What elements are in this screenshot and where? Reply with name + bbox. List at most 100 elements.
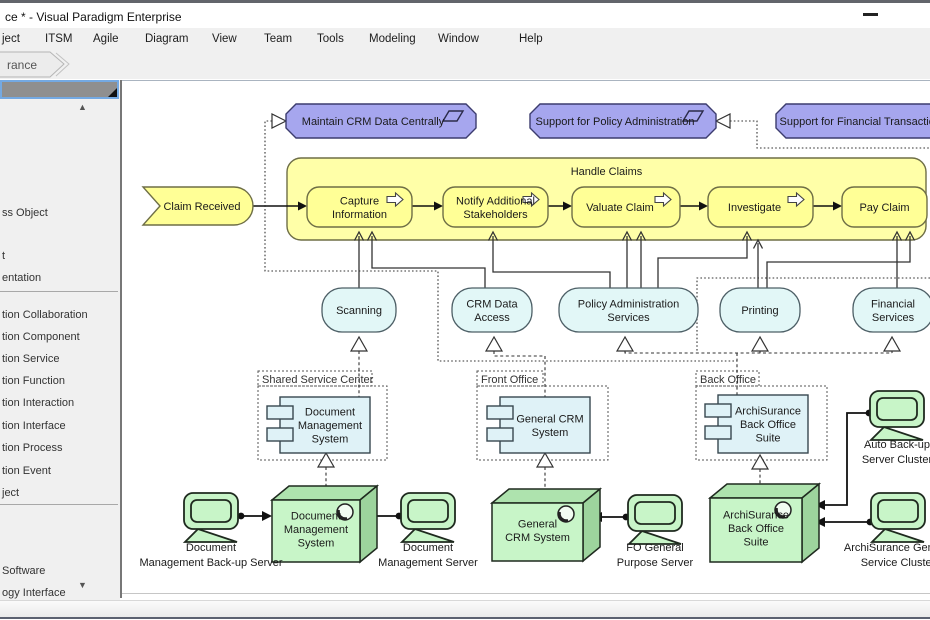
palette-selected-tool[interactable] xyxy=(0,80,119,99)
canvas-bottom-border xyxy=(122,593,930,594)
breadcrumb-tab[interactable] xyxy=(0,51,65,78)
palette-divider-line xyxy=(0,291,118,292)
component-port-icon xyxy=(704,425,732,440)
component-port-icon xyxy=(704,403,732,418)
palette-corner-handle xyxy=(108,88,117,97)
palette-item-tion-function[interactable]: tion Function xyxy=(2,375,65,387)
shape-label: Pay Claim xyxy=(859,202,909,214)
palette-item-ogy-interface[interactable]: ogy Interface xyxy=(2,587,66,599)
realization-to-requirement-links[interactable] xyxy=(264,113,930,362)
palette-scroll-up-icon[interactable]: ▲ xyxy=(78,102,87,112)
palette-item-tion-event[interactable]: tion Event xyxy=(2,465,51,477)
group-label: Back Office xyxy=(700,374,756,386)
palette-item-software[interactable]: Software xyxy=(2,565,46,577)
palette-item-tion-service[interactable]: tion Service xyxy=(2,353,60,365)
group-label: Shared Service Center xyxy=(262,374,374,386)
palette-item-entation[interactable]: entation xyxy=(2,272,42,284)
realization-links[interactable] xyxy=(316,335,902,500)
palette-item-tion-process[interactable]: tion Process xyxy=(2,442,63,454)
service-printing[interactable]: Printing xyxy=(719,287,801,333)
palette-item-tion-interface[interactable]: tion Interface xyxy=(2,420,66,432)
event-claim-received[interactable]: Claim Received xyxy=(141,186,254,226)
process-pay-claim[interactable]: Pay Claim xyxy=(841,186,928,228)
palette-item-tion-interaction[interactable]: tion Interaction xyxy=(2,397,75,409)
terminal-archisurance-general-service-cluster[interactable]: ArchiSurance GeneralService Cluster xyxy=(844,492,930,569)
container-label: Handle Claims xyxy=(571,166,643,178)
menu-item-diagram[interactable]: Diagram xyxy=(145,33,189,45)
group-label: Front Office xyxy=(481,374,538,386)
serving-links[interactable] xyxy=(353,230,916,288)
requirement-support-for-financial-transactions[interactable]: Support for Financial Transactions xyxy=(775,103,930,139)
menu-item-agile[interactable]: Agile xyxy=(93,33,119,45)
menu-item-modeling[interactable]: Modeling xyxy=(369,33,416,45)
menu-item-itsm[interactable]: ITSM xyxy=(45,33,73,45)
menu-item-window[interactable]: Window xyxy=(438,33,479,45)
palette-item-ject[interactable]: ject xyxy=(2,487,20,499)
breadcrumb-tab-label: rance xyxy=(7,58,37,72)
palette-item-tion-component[interactable]: tion Component xyxy=(2,331,80,343)
palette-item-t[interactable]: t xyxy=(2,250,6,262)
terminal-label: ArchiSurance GeneralService Cluster xyxy=(844,542,930,569)
menu-item-team[interactable]: Team xyxy=(264,33,293,45)
palette-divider-line xyxy=(0,504,118,505)
shape-label: Printing xyxy=(741,305,778,317)
trigger-links[interactable] xyxy=(253,201,842,211)
process-icon xyxy=(787,191,805,208)
window-top-edge xyxy=(0,0,930,3)
menu-item-view[interactable]: View xyxy=(212,33,237,45)
shape-label: Support for Financial Transactions xyxy=(780,116,930,128)
palette-divider[interactable] xyxy=(120,80,122,598)
service-scanning[interactable]: Scanning xyxy=(321,287,397,333)
shape-palette: ▲ ss Object t entation tion Collaboration ti… xyxy=(0,80,120,600)
archimate-diagram[interactable]: Shared Service Center Front Office Back Of… xyxy=(122,80,930,593)
minimize-icon[interactable] xyxy=(863,13,878,16)
shape-label: Valuate Claim xyxy=(586,202,654,214)
system-software-icon-shade xyxy=(775,507,786,518)
process-icon xyxy=(654,191,672,208)
shape-label: Claim Received xyxy=(163,201,240,213)
group-back-office[interactable]: Back Office xyxy=(695,370,828,461)
requirement-support-for-policy-administration[interactable]: Support for Policy Administration xyxy=(529,103,717,139)
requirement-icon xyxy=(681,110,705,122)
menu-bar: ject ITSM Agile Diagram View Team Tools Modelin… xyxy=(0,28,930,51)
palette-item-tion-collaboration[interactable]: tion Collaboration xyxy=(2,309,88,321)
process-valuate-claim[interactable]: Valuate Claim xyxy=(571,186,681,228)
palette-item-ss-object[interactable]: ss Object xyxy=(2,207,48,219)
menu-item-help[interactable]: Help xyxy=(519,33,543,45)
component-port-icon xyxy=(266,405,294,420)
breadcrumb[interactable]: rance xyxy=(0,50,120,79)
process-icon xyxy=(386,191,404,208)
group-shared-service-center[interactable]: Shared Service Center xyxy=(257,370,388,461)
palette-scroll-down-icon[interactable]: ▼ xyxy=(78,580,87,590)
system-software-icon-shade xyxy=(337,509,348,520)
menu-item-tools[interactable]: Tools xyxy=(317,33,344,45)
menu-item-ject[interactable]: ject xyxy=(2,33,20,45)
requirement-maintain-crm-data-centrally[interactable]: Maintain CRM Data Centrally xyxy=(285,103,477,139)
group-front-office[interactable]: Front Office xyxy=(476,370,609,461)
process-investigate[interactable]: Investigate xyxy=(707,186,814,228)
